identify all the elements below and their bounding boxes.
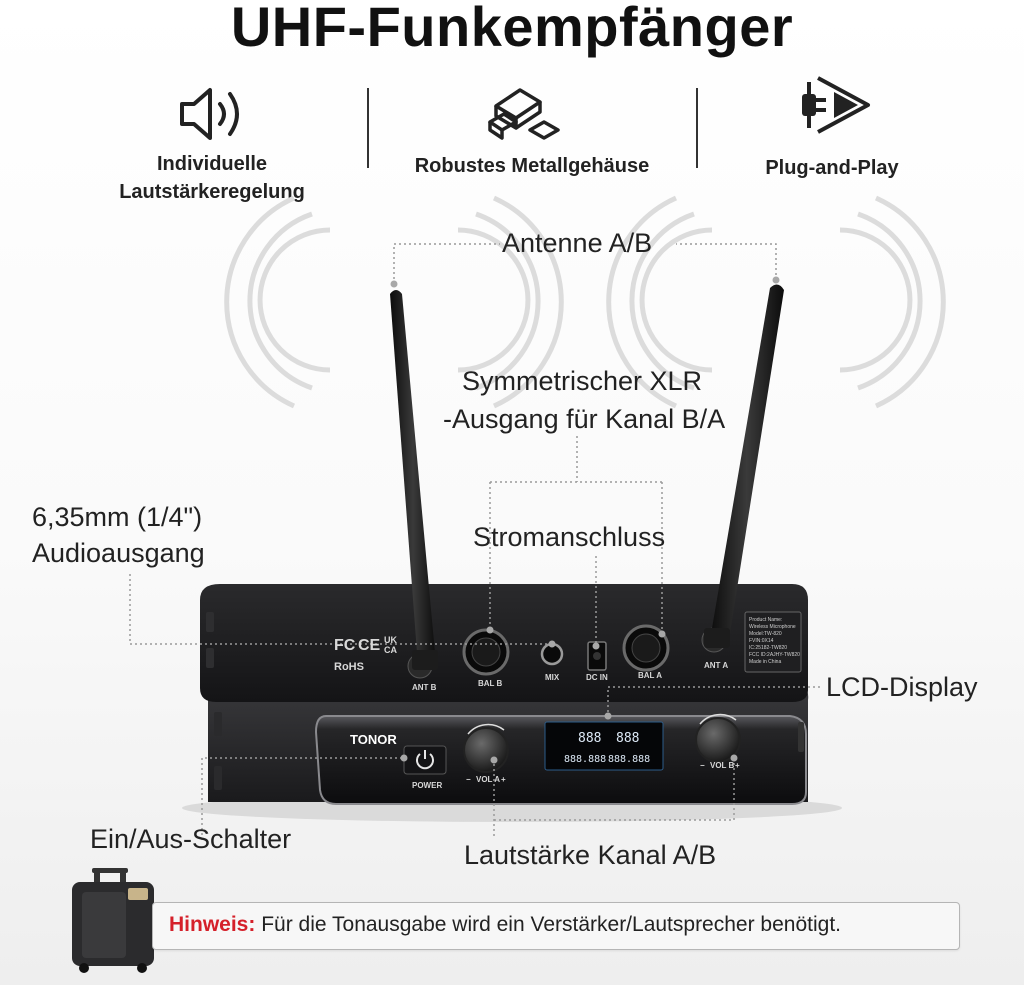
feature-plugplay-label: Plug-and-Play [765,157,899,179]
antenna-b [390,290,438,670]
note-text: Hinweis: Für die Tonausgabe wird ein Ver… [169,913,841,937]
cert-ce: CE [358,637,381,654]
note-label: Hinweis: [169,913,256,936]
feature-plugplay: Plug-and-Play [712,72,952,192]
feature-volume-line1: Individuelle [156,153,268,175]
front-label-vol-b: VOL B [710,761,735,770]
port-label-ant-b: ANT B [412,683,437,692]
note-message: Für die Tonausgabe wird ein Verstärker/L… [261,913,841,936]
callout-leaders [129,243,820,840]
svg-text:FVIN:0X14: FVIN:0X14 [749,638,774,644]
front-label-power: POWER [412,781,442,790]
callout-power-jack: Stromanschluss [473,522,666,552]
signal-waves-right [606,195,946,409]
feature-volume-line2: Lautstärkeregelung [119,181,305,203]
port-label-bal-b: BAL B [478,679,503,688]
front-label-plus-b: + [735,761,740,770]
cert-ukca-bottom: CA [384,645,397,655]
power-icon [416,750,434,770]
feature-volume: Individuelle Lautstärkeregelung [92,80,332,210]
port-label-dc-in: DC IN [586,673,608,682]
front-label-plus-a: + [501,775,506,784]
lcd-digits-left: 888 [578,731,601,746]
feature-metal: Robustes Metallgehäuse [382,80,682,190]
lcd-freq-left: 888.888 [564,754,606,765]
callout-xlr-line2: -Ausgang für Kanal B/A [443,404,726,434]
callout-antenna: Antenne A/B [502,228,653,258]
callout-dots [390,276,780,764]
antenna-a [704,284,784,648]
cert-rohs: RoHS [334,661,364,673]
callout-volume: Lautstärke Kanal A/B [464,840,717,870]
receiver-front-unit [207,682,809,805]
front-label-minus-b: − [700,761,705,770]
feature-divider [367,88,369,168]
front-label-minus-a: − [466,775,471,784]
svg-text:IC:25182-TW820: IC:25182-TW820 [749,645,787,651]
svg-text:FCC ID:2AJHY-TW820: FCC ID:2AJHY-TW820 [749,652,800,658]
signal-waves-left [224,195,564,409]
front-label-vol-a: VOL A [476,775,500,784]
port-label-bal-a: BAL A [638,671,662,680]
feature-divider [696,88,698,168]
svg-text:Product Name:: Product Name: [749,617,782,623]
port-label-mix: MIX [545,673,560,682]
svg-text:Wireless Microphone: Wireless Microphone [749,624,796,630]
callout-lcd: LCD-Display [826,672,978,702]
callout-xlr-line1: Symmetrischer XLR [462,366,703,396]
lcd-freq-right: 888.888 [608,754,650,765]
svg-text:Model:TW-820: Model:TW-820 [749,631,782,637]
page-title: UHF-Funkempfänger [230,0,794,58]
callout-audio-line2: Audioausgang [32,538,205,568]
speaker-cabinet-icon [72,868,154,973]
callout-audio-line1: 6,35mm (1/4") [32,502,203,532]
brand-logo: TONOR [350,732,397,747]
svg-text:Made in China: Made in China [749,659,781,665]
lcd-digits-right: 888 [616,731,639,746]
feature-metal-label: Robustes Metallgehäuse [414,155,650,177]
port-label-ant-a: ANT A [704,661,728,670]
note-box: Hinweis: Für die Tonausgabe wird ein Ver… [152,902,960,950]
speaker-volume-icon [180,88,239,140]
cert-fc: FC [334,637,356,654]
cert-ukca-top: UK [384,635,397,645]
callout-power-switch: Ein/Aus-Schalter [90,824,292,854]
info-plate-lines: Product Name: Wireless Microphone Model:… [749,617,800,665]
plug-play-icon [802,76,870,134]
metal-bars-icon [488,88,560,140]
